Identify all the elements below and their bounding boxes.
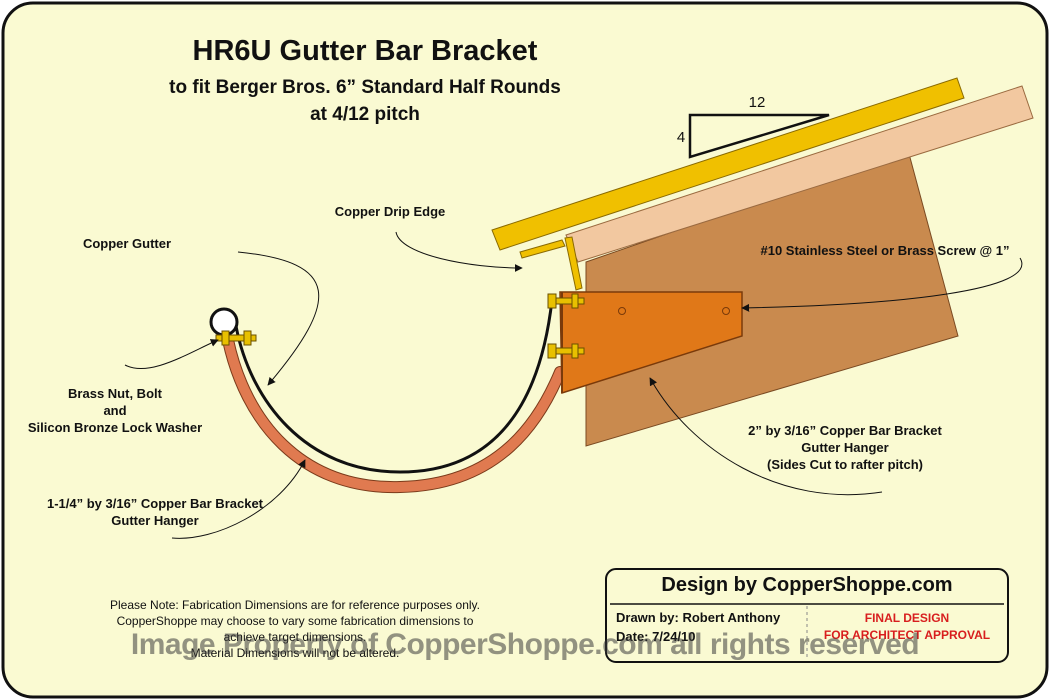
screw-hole [722,307,730,315]
leader-screw [741,257,1023,312]
brass-nut-bolt [215,330,257,346]
title-block-date: Date: 7/24/10 [616,629,696,644]
note-line4: Material Dimensions will not be altered. [190,646,400,660]
label-large-hanger-line3: (Sides Cut to rafter pitch) [766,457,923,472]
title-block-status-line2: FOR ARCHITECT APPROVAL [823,628,991,642]
label-nut-bolt-line1: Brass Nut, Bolt [68,386,162,401]
leader-gutter [237,251,320,386]
label-large-hanger-line1: 2” by 3/16” Copper Bar Bracket [748,423,942,438]
gutter-half-round [234,299,554,474]
pitch-rise-label: 4 [677,129,685,146]
title-block-heading: Design by CopperShoppe.com [661,574,953,596]
label-copper-gutter: Copper Gutter [82,236,172,251]
pitch-triangle [688,113,830,159]
bracket-bolt-upper [547,293,585,309]
drip-edge [491,77,965,251]
title-block-drawn-by: Drawn by: Robert Anthony [616,610,781,625]
leader-drip-edge [395,231,523,272]
note-line2: CopperShoppe may choose to vary some fab… [116,614,474,628]
note-line3: achieve target dimensions. [223,630,367,644]
small-hanger-bar [223,335,565,493]
leader-nut-bolt [124,339,219,370]
bracket-bolt-lower [547,343,585,359]
leader-small-hanger [171,459,306,539]
label-small-hanger-line2: Gutter Hanger [111,513,199,528]
label-screw: #10 Stainless Steel or Brass Screw @ 1” [760,243,1010,258]
note-line1: Please Note: Fabrication Dimensions are … [110,598,480,612]
drip-edge-flange [564,236,583,291]
drip-edge-lip [519,239,566,259]
pitch-run-label: 12 [749,94,766,111]
label-small-hanger-line1: 1-1/4” by 3/16” Copper Bar Bracket [46,496,264,511]
drawing-subtitle-line2: at 4/12 pitch [310,104,420,125]
label-nut-bolt-line3: Silicon Bronze Lock Washer [27,420,203,435]
title-block-status-line1: FINAL DESIGN [864,611,950,625]
leader-large-hanger [649,377,883,496]
title-block-frame [605,568,1009,663]
drawing-subtitle-line1: to fit Berger Bros. 6” Standard Half Rou… [169,77,561,98]
drawing-title: HR6U Gutter Bar Bracket [192,35,538,67]
screw-hole [618,307,626,315]
label-large-hanger-line2: Gutter Hanger [801,440,889,455]
watermark: Image Property of CopperShoppe.com all r… [130,628,920,661]
label-drip-edge: Copper Drip Edge [334,204,446,219]
label-nut-bolt-line2: and [103,403,127,418]
